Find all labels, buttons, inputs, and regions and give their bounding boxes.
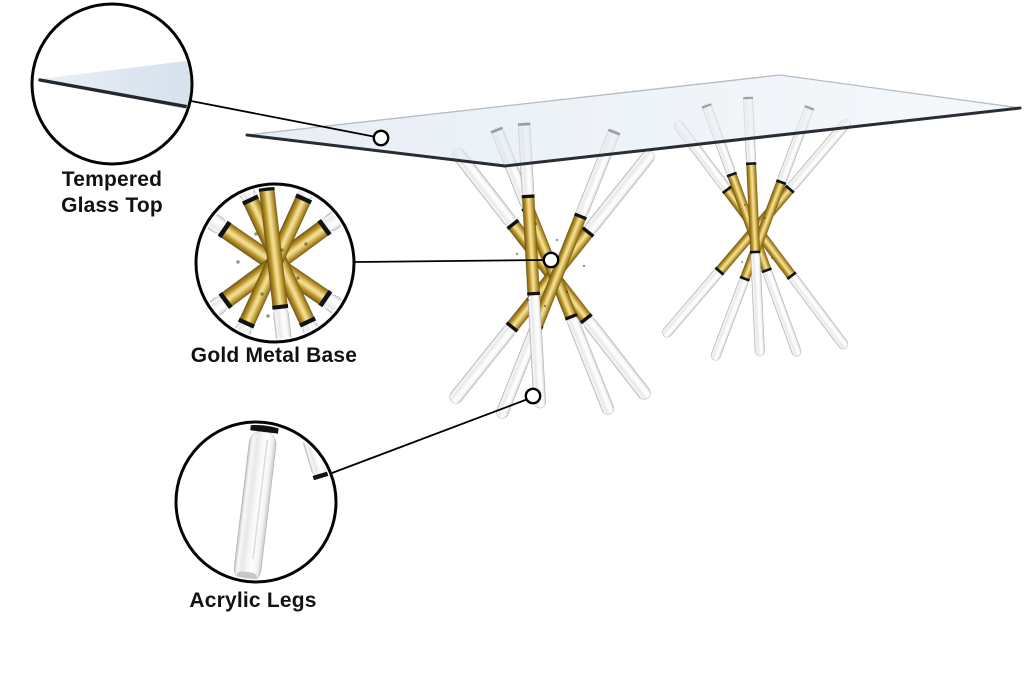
rod-segment xyxy=(527,291,541,296)
callout-circle-tempered-glass xyxy=(30,2,194,166)
rivet-dot xyxy=(555,238,559,242)
callout-circle-acrylic-leg xyxy=(174,420,338,584)
rod-segment xyxy=(784,184,795,194)
rod-segment xyxy=(252,439,269,560)
leader-line-base xyxy=(354,259,546,263)
rod-segment xyxy=(295,193,313,205)
rivet-dot xyxy=(744,204,746,206)
glass-edge-closeup xyxy=(38,58,190,114)
rod-segment xyxy=(272,303,289,310)
rod-segment xyxy=(714,266,725,276)
label-gold-metal-base: Gold Metal Base xyxy=(190,344,358,367)
rivet-dot xyxy=(296,276,300,280)
rod-segment xyxy=(521,194,535,199)
rivet-dot xyxy=(543,304,547,308)
rod-segment xyxy=(217,220,232,239)
rivet-dot xyxy=(280,248,284,252)
rivet-dot xyxy=(534,222,538,226)
glass-back-edge xyxy=(246,74,1021,136)
leader-lines xyxy=(190,100,546,474)
rod-segment xyxy=(581,226,595,238)
left-starburst-base xyxy=(449,121,655,419)
rod-segment xyxy=(218,291,233,310)
rod-segment xyxy=(506,218,520,231)
point-markers xyxy=(372,129,560,405)
rod-segment xyxy=(749,250,761,254)
rod-segment xyxy=(775,179,787,186)
label-tempered-glass-top: Tempered Glass Top xyxy=(12,167,212,219)
rivet-dot xyxy=(565,290,569,294)
glass-front-edge xyxy=(245,106,1022,168)
rod-segment xyxy=(317,218,332,237)
rod-segment xyxy=(521,195,540,295)
right-starburst-base xyxy=(661,95,852,361)
label-line: Tempered xyxy=(61,168,163,191)
callout-ring xyxy=(30,2,194,166)
rod-segment xyxy=(710,278,749,361)
rod-segment xyxy=(726,171,738,178)
leader-line-glass xyxy=(190,100,377,138)
rivet-dot xyxy=(254,232,258,236)
label-acrylic-legs: Acrylic Legs xyxy=(189,589,317,612)
marker-dot-glass xyxy=(372,129,390,147)
rod-segment xyxy=(299,316,317,328)
rod-segment xyxy=(573,212,588,221)
marker-dot-base xyxy=(542,251,560,269)
rod-segment xyxy=(786,271,797,281)
rivet-dot xyxy=(515,252,519,256)
marker-dot-leg xyxy=(524,387,542,405)
rod-segment xyxy=(661,269,722,338)
glass-surface xyxy=(247,75,1020,166)
rod-segment xyxy=(721,185,733,195)
rod-segment xyxy=(761,267,773,274)
rod-segment xyxy=(237,317,255,329)
rivet-dot xyxy=(764,217,766,219)
rod-segment xyxy=(318,289,333,308)
rod-segment xyxy=(244,448,259,549)
leader-line-leg xyxy=(331,398,529,474)
rod-segment xyxy=(241,194,259,206)
rod-segment xyxy=(312,471,330,481)
rivet-dot xyxy=(526,298,530,302)
callout-ring xyxy=(194,182,356,344)
table-rod xyxy=(255,187,295,339)
rod-segment xyxy=(505,321,519,333)
glass-top xyxy=(245,74,1022,168)
rivet-dot xyxy=(771,257,773,259)
rivet-dot xyxy=(266,314,270,318)
rivet-dot xyxy=(741,261,743,263)
rivet-dot xyxy=(304,242,308,246)
rivet-dot xyxy=(236,260,240,264)
rod-segment xyxy=(564,312,578,321)
rod-segment xyxy=(579,313,593,325)
callout-circle-gold-base xyxy=(194,182,356,344)
label-line: Glass Top xyxy=(61,194,163,217)
rivet-dot xyxy=(260,292,264,296)
rod-segment xyxy=(745,162,757,166)
rivet-dot xyxy=(582,264,586,268)
callout-ring xyxy=(174,420,338,584)
rod-segment xyxy=(739,275,750,282)
